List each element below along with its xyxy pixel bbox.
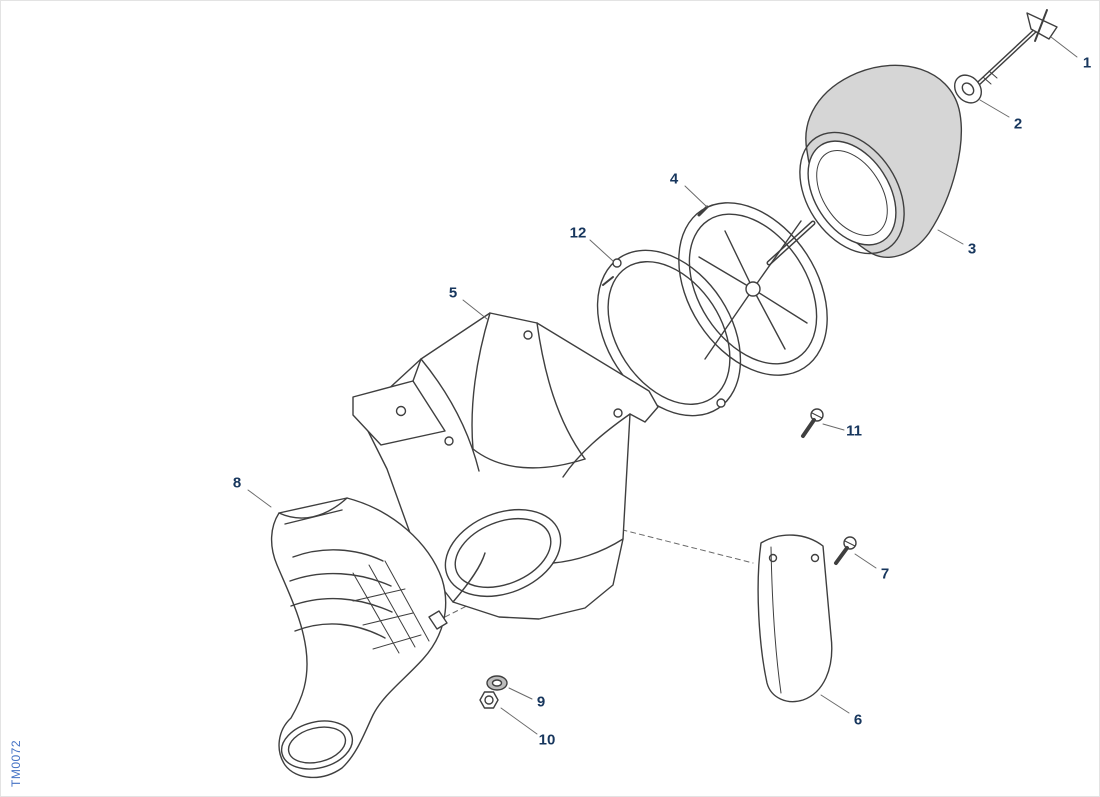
drawing-code: TM0072 xyxy=(9,739,23,787)
intake-duct xyxy=(270,497,448,779)
callout-7: 7 xyxy=(880,565,890,583)
airbox-housing xyxy=(352,312,659,620)
screw-mid xyxy=(801,408,824,438)
filter-cage xyxy=(678,202,828,376)
filter-bolt xyxy=(976,9,1058,86)
filter-frame xyxy=(596,249,742,417)
callout-3: 3 xyxy=(967,240,977,258)
callout-6: 6 xyxy=(853,711,863,729)
leader-lines xyxy=(247,36,1078,735)
washer-small xyxy=(486,675,508,691)
washer-top xyxy=(953,74,983,104)
callout-9: 9 xyxy=(536,693,546,711)
nut xyxy=(479,691,499,709)
callout-5: 5 xyxy=(448,284,458,302)
callout-8: 8 xyxy=(232,474,242,492)
callout-4: 4 xyxy=(669,170,679,188)
callout-12: 12 xyxy=(569,224,587,242)
callout-2: 2 xyxy=(1013,115,1023,133)
mud-flap xyxy=(757,534,833,703)
callout-10: 10 xyxy=(538,731,556,749)
callout-1: 1 xyxy=(1082,54,1092,72)
callout-11: 11 xyxy=(846,422,862,440)
air-filter-element xyxy=(766,64,962,266)
screw-flap xyxy=(834,536,857,565)
